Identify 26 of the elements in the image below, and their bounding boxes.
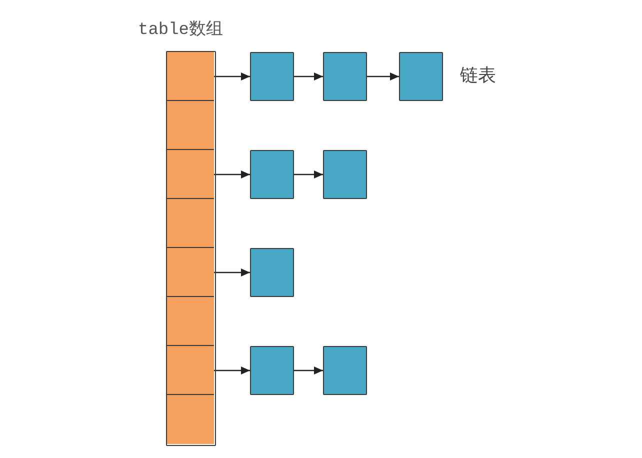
array-cell <box>167 150 214 199</box>
list-node-box <box>250 248 294 297</box>
arrow <box>367 72 399 80</box>
arrow <box>214 268 250 276</box>
list-node-box <box>250 52 294 101</box>
list-node-box <box>323 150 367 199</box>
list-node-box <box>250 150 294 199</box>
arrow <box>294 366 323 374</box>
array-cell <box>167 199 214 248</box>
list-node-box <box>323 346 367 395</box>
arrow <box>214 366 250 374</box>
list-node-box <box>399 52 443 101</box>
array-cell <box>167 297 214 346</box>
arrow <box>294 72 323 80</box>
list-label: 链表 <box>460 64 496 87</box>
array-cell <box>167 101 214 150</box>
arrow <box>294 170 323 178</box>
arrow <box>214 170 250 178</box>
array-cell <box>167 346 214 395</box>
list-node-box <box>250 346 294 395</box>
list-node-box <box>323 52 367 101</box>
array-cell <box>167 52 214 101</box>
array-cell <box>167 248 214 297</box>
array-heading: table数组 <box>138 20 224 40</box>
arrow <box>214 72 250 80</box>
array-cell <box>167 395 214 444</box>
